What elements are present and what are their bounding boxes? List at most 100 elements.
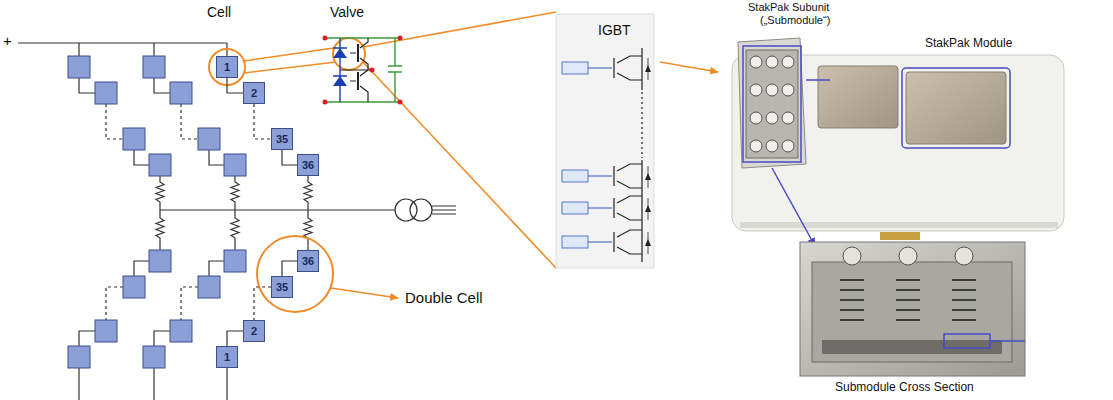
valve-schematic [323, 36, 328, 41]
converter-wiring [181, 104, 198, 139]
cell-block [224, 154, 246, 176]
valve-schematic [325, 38, 400, 102]
cell-block [149, 154, 171, 176]
cell-block [95, 82, 117, 104]
callout-circle [209, 38, 365, 312]
cell-block [170, 82, 192, 104]
converter-wiring [304, 176, 312, 210]
converter-wiring [78, 43, 79, 56]
cell-box: 35 [271, 128, 293, 150]
converter-wiring [231, 176, 239, 210]
converter-wiring [106, 287, 123, 320]
cross-section-photo [843, 247, 973, 265]
cell-box: 1 [216, 56, 238, 78]
valve-schematic [350, 53, 356, 81]
stakpak-subunit-photo [782, 56, 794, 68]
stakpak-subunit-photo [772, 168, 815, 246]
valve-schematic [323, 36, 403, 105]
callout-line [363, 62, 556, 268]
converter-wiring [78, 368, 79, 400]
cell-wire [227, 331, 243, 346]
cell-block [68, 56, 246, 368]
cell-box: 1 [216, 346, 238, 368]
cell-wire [282, 150, 297, 165]
callout-line [331, 288, 398, 298]
igbt-panel [648, 58, 649, 254]
cell-wire [282, 261, 297, 276]
converter-wiring [209, 261, 224, 276]
igbt-panel [614, 230, 642, 254]
cell-wire [227, 78, 243, 93]
cell-block [198, 276, 220, 298]
igbt-panel [556, 14, 654, 268]
valve-schematic [370, 68, 375, 73]
callout-number: 1 [224, 61, 230, 73]
converter-wiring [231, 210, 239, 250]
cell-block [68, 56, 90, 78]
stakpak-module-photo [880, 232, 920, 240]
converter-wiring [79, 78, 95, 93]
igbt-panel [614, 164, 642, 188]
converter-wiring [134, 150, 149, 165]
stakpak-subunit-photo [746, 50, 798, 158]
converter-wiring [106, 104, 123, 139]
valve-schematic [340, 38, 372, 102]
cross-section-photo [800, 242, 1025, 376]
callout-line [244, 48, 334, 61]
polarity-sign: + [3, 32, 12, 49]
igbt-panel [614, 56, 642, 80]
igbt-panel [556, 14, 654, 268]
stakpak-subunit-photo [766, 112, 778, 124]
converter-wiring [134, 261, 149, 276]
converter-wiring [153, 368, 154, 400]
valve-schematic [333, 48, 347, 76]
converter-wiring [79, 331, 95, 346]
cell-block [198, 128, 220, 150]
cross-section-photo [840, 280, 864, 320]
callout-number: 36 [302, 159, 314, 171]
valve-schematic [398, 100, 403, 105]
cell-block [170, 320, 192, 342]
igbt-panel [562, 170, 588, 182]
valve-schematic [388, 38, 402, 102]
converter-wiring [18, 42, 227, 43]
cross-section-photo [944, 334, 990, 348]
callout-number: 2 [251, 325, 257, 337]
stakpak-subunit-photo [750, 140, 762, 152]
igbt-panel [562, 62, 588, 74]
igbt-panel [588, 68, 612, 242]
stakpak-subunit-photo [738, 38, 806, 168]
converter-wiring [154, 78, 170, 93]
converter-wiring [432, 206, 456, 214]
callout-line [244, 12, 718, 298]
cell-block [143, 346, 165, 368]
cross-section-photo [952, 280, 976, 320]
callout-line [363, 12, 556, 47]
callout-number: 1 [224, 351, 230, 363]
part-name: Submodule Cross Section [835, 381, 974, 395]
stakpak-module-photo [906, 72, 1006, 144]
stakpak-subunit-photo [766, 140, 778, 152]
part-name: StakPak Subunit [748, 1, 829, 14]
callout-number: 35 [276, 281, 288, 293]
stakpak-module-photo [740, 222, 1058, 228]
stakpak-subunit-photo [766, 84, 778, 96]
valve-schematic [323, 36, 403, 105]
stakpak-subunit-photo [782, 112, 794, 124]
cross-section-photo [812, 262, 1012, 362]
cross-section-photo [843, 247, 861, 265]
stakpak-subunit-photo [782, 84, 794, 96]
part-name: („Submodule“) [760, 14, 830, 27]
cell-box: 35 [271, 276, 293, 298]
part-name: IGBT [598, 22, 631, 38]
stakpak-subunit-photo [750, 56, 794, 152]
callout-number: 36 [302, 255, 314, 267]
converter-wiring [160, 209, 395, 210]
igbt-panel [641, 92, 642, 158]
stakpak-subunit-photo [750, 56, 762, 68]
part-name: Double Cell [405, 289, 483, 306]
igbt-panel [562, 62, 588, 248]
